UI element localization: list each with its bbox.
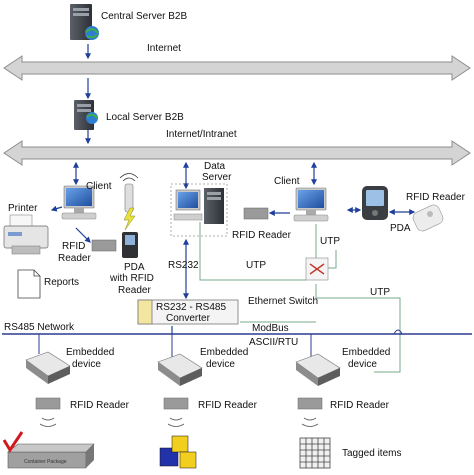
lightning-icon <box>123 207 136 231</box>
converter-box <box>137 299 239 325</box>
rfid-reader-bottom-2-label: RFID Reader <box>198 400 258 411</box>
rfid-reader-left-icon <box>91 239 117 252</box>
internet-backbone <box>3 55 471 81</box>
central-server-label: Central Server B2B <box>101 11 187 22</box>
internet-intranet-label: Internet/Intranet <box>166 129 237 140</box>
data-server-dotted-link <box>170 183 228 237</box>
rfid-reader-bottom-3-label: RFID Reader <box>330 400 390 411</box>
internet-label: Internet <box>147 43 181 54</box>
pda-rfid-label-line3: Reader <box>118 285 151 296</box>
pda-icon <box>362 186 388 220</box>
pda-label: PDA <box>390 223 411 234</box>
embedded-2-label-line2: device <box>206 359 235 370</box>
reports-document-icon <box>17 269 41 299</box>
embedded-1-label-line1: Embedded <box>66 347 114 358</box>
embedded-device-3-icon <box>295 353 341 386</box>
pda-with-rfid-icon <box>122 232 138 258</box>
pda-rfid-label-line1: PDA <box>124 262 145 273</box>
reports-label: Reports <box>44 277 79 288</box>
client-right-label: Client <box>274 176 300 187</box>
data-server-icon <box>173 188 224 224</box>
central-server-icon <box>70 4 99 40</box>
rfid-reader-bottom-1-icon <box>35 397 61 427</box>
rfid-reader-center-icon <box>243 207 269 220</box>
pda-rfid-label-line2: with RFID <box>109 273 154 284</box>
antenna-icon <box>119 173 139 213</box>
utp-label-2: UTP <box>246 260 266 271</box>
rfid-reader-bottom-2-icon <box>163 397 189 427</box>
tagged-items-label: Tagged items <box>342 448 401 459</box>
ethernet-switch-icon <box>305 257 329 281</box>
rfid-reader-bottom-1-label: RFID Reader <box>70 400 130 411</box>
embedded-3-label-line1: Embedded <box>342 347 390 358</box>
rfid-reader-top-right-label: RFID Reader <box>406 192 466 203</box>
rs485-network-label: RS485 Network <box>4 322 75 333</box>
rs232-label: RS232 <box>168 260 199 271</box>
tagged-items-icon <box>299 437 331 469</box>
rs485-bus <box>2 329 472 357</box>
embedded-device-2-icon <box>157 353 203 386</box>
embedded-3-label-line2: device <box>348 359 377 370</box>
printer-icon <box>3 214 49 255</box>
converter-label-line2: Converter <box>166 313 211 324</box>
local-server-label: Local Server B2B <box>106 112 184 123</box>
printer-label: Printer <box>8 203 38 214</box>
rfid-reader-left-label-line2: Reader <box>58 253 91 264</box>
embedded-2-label-line1: Embedded <box>200 347 248 358</box>
rfid-reader-left-label-line1: RFID <box>62 241 85 252</box>
intranet-backbone <box>3 140 471 166</box>
modbus-label-line1: ModBus <box>252 323 289 334</box>
ethernet-switch-label: Ethernet Switch <box>248 296 318 307</box>
container-package-label: Container Package <box>24 459 67 465</box>
tagged-cubes-icon <box>159 435 197 469</box>
data-server-label-line1: Data <box>204 161 226 172</box>
data-server-label-line2: Server <box>202 172 232 183</box>
embedded-1-label-line2: device <box>72 359 101 370</box>
embedded-device-1-icon <box>25 351 71 384</box>
utp-label-1: UTP <box>320 236 340 247</box>
rfid-reader-bottom-3-icon <box>297 397 323 427</box>
utp-links <box>199 222 401 373</box>
rfid-reader-center-label: RFID Reader <box>232 230 292 241</box>
utp-label-3: UTP <box>370 287 390 298</box>
client-left-computer-icon <box>61 185 97 220</box>
converter-label-line1: RS232 - RS485 <box>156 302 226 313</box>
local-server-icon <box>74 100 98 130</box>
container-package-icon <box>2 431 95 469</box>
client-left-label: Client <box>86 181 112 192</box>
connection-links <box>50 44 416 334</box>
rfid-handheld-reader-icon <box>412 204 444 232</box>
client-right-computer-icon <box>293 187 329 222</box>
modbus-label-line2: ASCII/RTU <box>249 337 298 348</box>
